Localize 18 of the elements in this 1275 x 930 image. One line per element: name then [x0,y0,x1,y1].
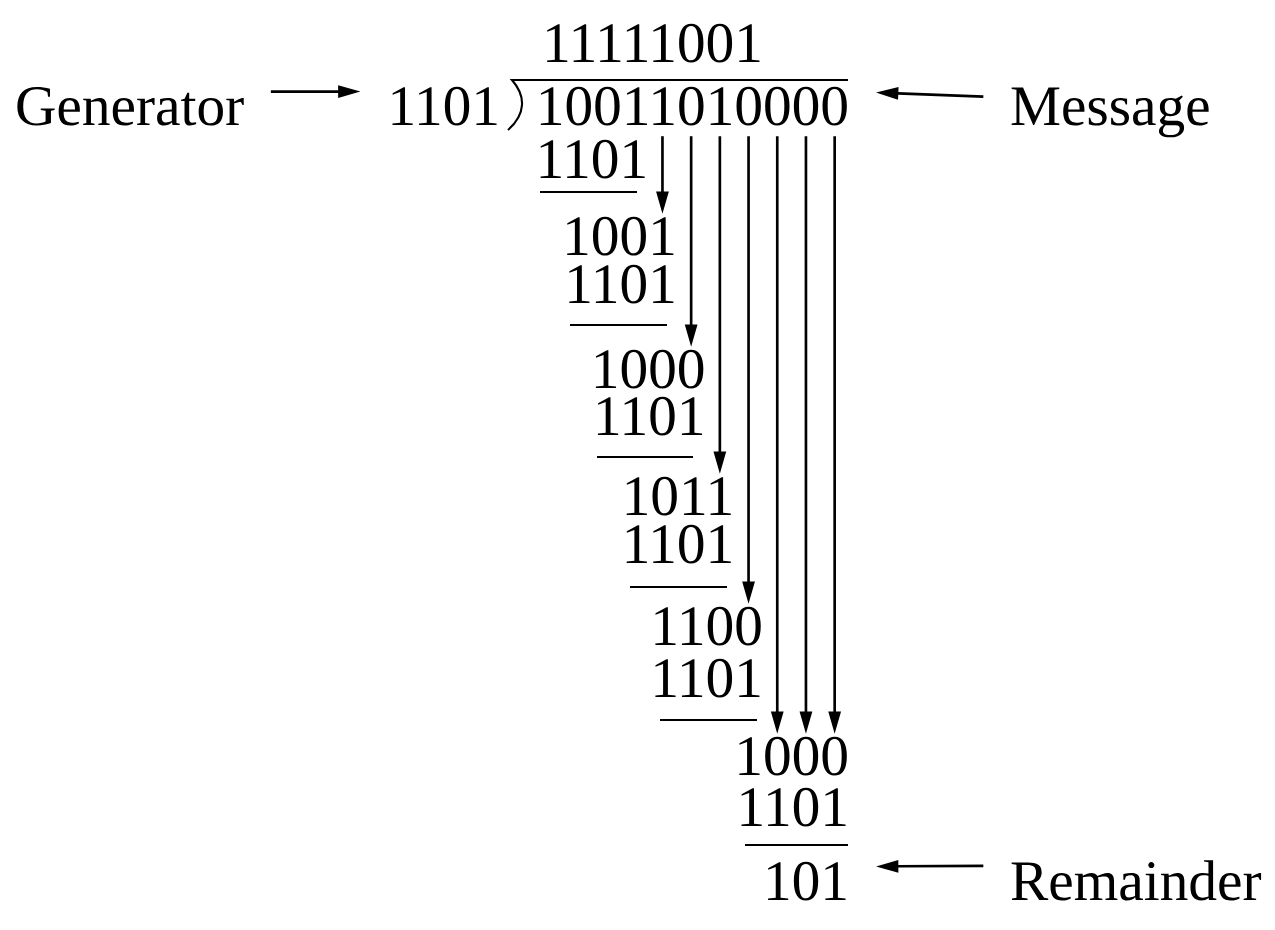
remainder-number: 101 [768,861,846,901]
subtrahend-number: 1101 [540,139,645,179]
term-label: Remainder [1011,860,1262,901]
partial-remainder: 1000 [595,349,704,389]
partial-remainder: 1011 [626,476,731,516]
term-label: Generator [17,87,244,126]
subtrahend-number: 1101 [569,264,674,304]
dividend-number: 10011010000 [540,86,847,126]
divisor-number: 1101 [392,86,497,126]
partial-remainder: 1100 [655,606,761,646]
quotient-number: 11111001 [547,23,760,63]
subtrahend-number: 1101 [741,787,846,827]
subtrahend-number: 1101 [626,524,731,564]
partial-remainder: 1000 [739,736,847,776]
subtrahend-number: 1101 [598,396,703,436]
term-label: Message [1011,87,1209,138]
partial-remainder: 1001 [567,216,674,256]
subtrahend-number: 1101 [655,658,760,698]
